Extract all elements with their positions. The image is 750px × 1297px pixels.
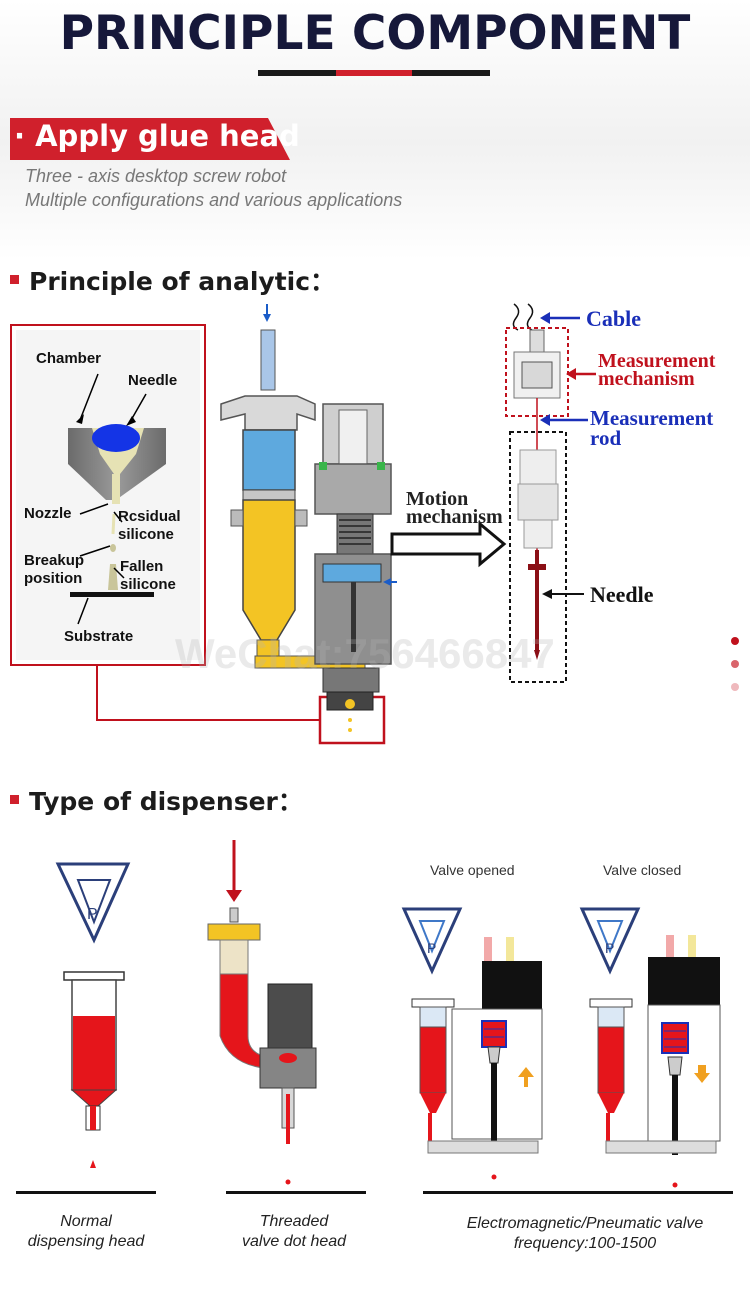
pager-dot-2[interactable] (731, 660, 739, 668)
motion-arrow-icon (390, 520, 507, 568)
valve-closed-label: Valve closed (603, 862, 682, 878)
section-ribbon (10, 118, 290, 160)
right-needle-label: Needle (590, 582, 654, 607)
needle-label: Needle (128, 372, 178, 389)
caption-electro: Electromagnetic/Pneumatic valve frequenc… (466, 1215, 704, 1252)
caption-normal: Normal dispensing head (27, 1213, 145, 1250)
valve-opened-label: Valve opened (430, 862, 515, 878)
title-underline-right (412, 70, 490, 76)
breakup-position-label: Breakup position (24, 552, 85, 587)
principle-heading-text: Principle of analytic： (29, 267, 336, 296)
dispenser-heading: Type of dispenser： (10, 782, 303, 818)
residual-silicone-label: Rcsidual silicone (118, 508, 181, 543)
nozzle-diagram (16, 330, 200, 660)
nozzle-label: Nozzle (24, 505, 72, 522)
pager-dot-1[interactable] (731, 637, 739, 645)
valve-closed-diagram (579, 907, 721, 1188)
ribbon-label: · Apply glue head (14, 119, 300, 153)
subtitle-line-1: Three - axis desktop screw robot (25, 166, 287, 186)
chamber-label: Chamber (36, 350, 102, 367)
measurement-diagram (505, 303, 569, 683)
subtitle-line-2: Multiple configurations and various appl… (25, 190, 403, 210)
title-underline-accent (336, 70, 412, 76)
threaded-dispenser-diagram (207, 840, 317, 1185)
page-title: PRINCIPLE COMPONENT (59, 6, 691, 61)
fallen-silicone-label: Fallen silicone (120, 558, 176, 593)
caption-threaded: Threaded valve dot head (241, 1213, 347, 1250)
watermark: WeChat:756466847 (175, 630, 555, 677)
p-label-opened: P (427, 940, 437, 956)
measurement-arrows (540, 312, 596, 599)
measurement-rod-label: Measurement rod (590, 406, 714, 450)
title-underline-left (258, 70, 336, 76)
p-label-closed: P (605, 940, 615, 956)
valve-cross-section (220, 304, 397, 732)
baseline-electro (423, 1191, 733, 1194)
baseline-normal (16, 1191, 156, 1194)
dispenser-heading-text: Type of dispenser： (29, 787, 303, 816)
measurement-mechanism-label: Measurement mechanism (598, 350, 716, 390)
valve-opened-diagram (401, 907, 543, 1180)
principle-heading: Principle of analytic： (10, 262, 335, 298)
bullet-square-icon (10, 794, 19, 804)
normal-dispenser-diagram (55, 862, 131, 1168)
cable-label: Cable (586, 306, 641, 331)
motion-mechanism-label: Motion mechanism (406, 488, 503, 528)
pager-dot-3[interactable] (731, 683, 739, 691)
bullet-square-icon (10, 274, 19, 284)
baseline-threaded (226, 1191, 366, 1194)
substrate-label: Substrate (64, 628, 134, 645)
p-label: P (87, 906, 98, 923)
